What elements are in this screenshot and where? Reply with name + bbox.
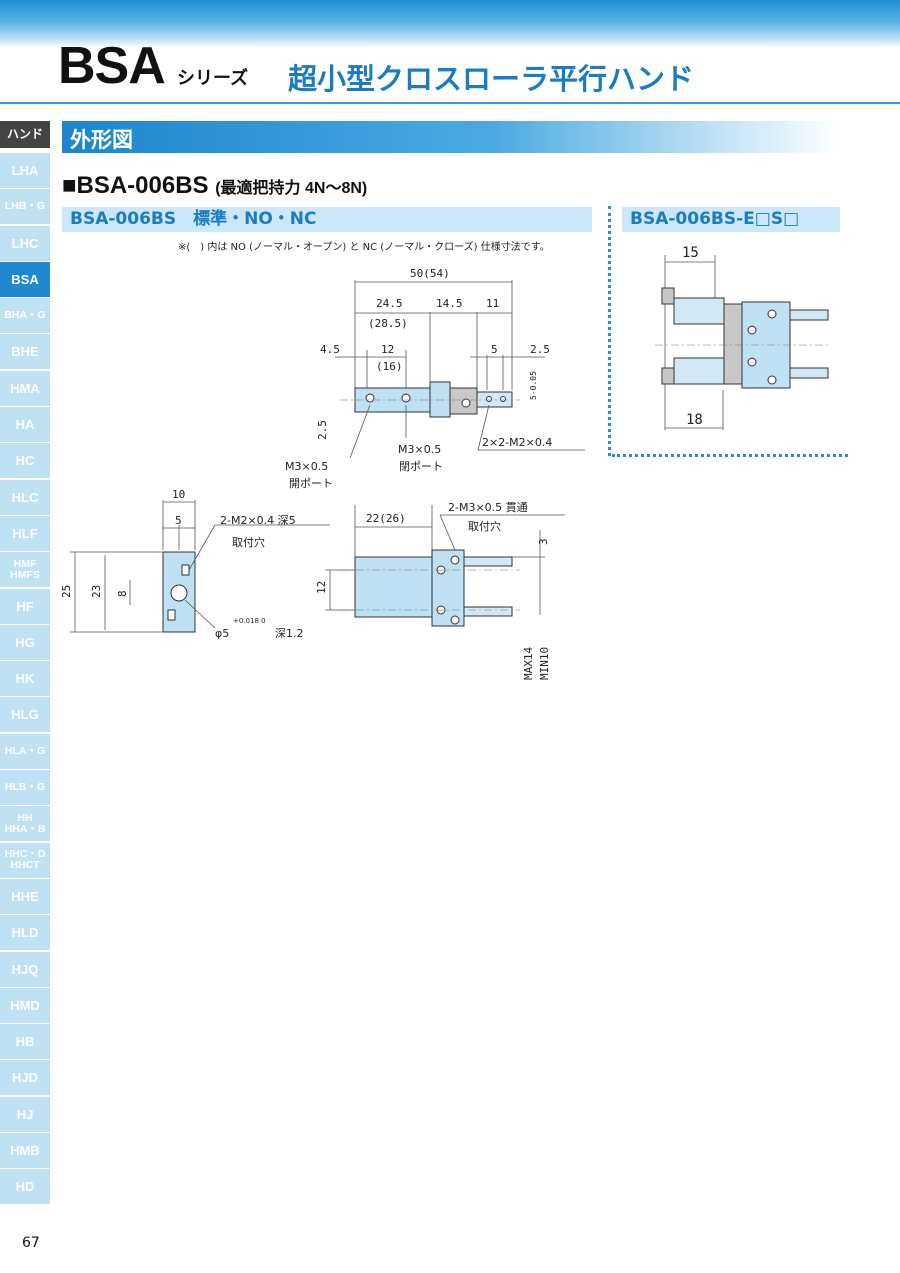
sidebar-item-hmd[interactable]: HMD bbox=[0, 987, 50, 1023]
series-suffix: シリーズ bbox=[177, 68, 249, 89]
sidebar-item-bha-g[interactable]: BHA・G bbox=[0, 298, 50, 334]
dim-height: 25 bbox=[60, 585, 73, 598]
sidebar-item-hlg[interactable]: HLG bbox=[0, 697, 50, 733]
dim-tolerance: 5-0.05 bbox=[529, 371, 538, 400]
sidebar-item-ha[interactable]: HA bbox=[0, 407, 50, 443]
sidebar-item-hg[interactable]: HG bbox=[0, 624, 50, 660]
sidebar-item-hma[interactable]: HMA bbox=[0, 370, 50, 406]
sidebar-item-hj[interactable]: HJ bbox=[0, 1096, 50, 1132]
sidebar-item-hlc[interactable]: HLC bbox=[0, 479, 50, 515]
page-number: 67 bbox=[22, 1235, 40, 1251]
dim-b: 14.5 bbox=[436, 297, 463, 310]
sidebar-item-hf[interactable]: HF bbox=[0, 588, 50, 624]
dim-g: 2.5 bbox=[530, 343, 550, 356]
sidebar-item-hd[interactable]: HD bbox=[0, 1169, 50, 1205]
sidebar-item-lhb-g[interactable]: LHB・G bbox=[0, 189, 50, 225]
dim-inner-height: 23 bbox=[90, 585, 103, 598]
sidebar-item-hla-g[interactable]: HLA・G bbox=[0, 733, 50, 769]
dim-c: 11 bbox=[486, 297, 499, 310]
tab-option: BSA-006BS-E□S□ bbox=[622, 207, 840, 232]
sidebar-item-hjd[interactable]: HJD bbox=[0, 1060, 50, 1096]
mount-tap-spec: 2-M2×0.4 深5 bbox=[220, 514, 296, 527]
dim-jaw-top: 3 bbox=[537, 538, 550, 545]
sidebar-item-lhc[interactable]: LHC bbox=[0, 225, 50, 261]
sidebar-item-hmb[interactable]: HMB bbox=[0, 1133, 50, 1169]
mount-hole-label: 取付穴 bbox=[232, 535, 265, 549]
dim-e-alt: (16) bbox=[376, 360, 403, 373]
top-view-drawing: 50(54) 24.5 (28.5) 14.5 11 4.5 12 (16) 5… bbox=[285, 267, 585, 490]
side-view-drawing: 10 5 25 23 8 2-M2×0.4 深5 取付穴 φ5 +0.018 0… bbox=[60, 488, 330, 640]
dotted-divider-vertical bbox=[608, 206, 611, 456]
close-port-label: 閉ポート bbox=[399, 460, 443, 473]
dim-a-alt: (28.5) bbox=[368, 317, 408, 330]
header-rule bbox=[0, 102, 900, 104]
pin-depth: 深1.2 bbox=[275, 627, 304, 640]
open-port-label: 開ポート bbox=[289, 477, 333, 490]
dim-a: 24.5 bbox=[376, 297, 403, 310]
stroke-max: MAX14 bbox=[522, 647, 535, 680]
through-tap-spec: 2-M3×0.5 貫通 bbox=[448, 501, 528, 514]
model-heading: ■BSA-006BS (最適把持力 4N〜8N) bbox=[62, 172, 367, 200]
model-subtitle: (最適把持力 4N〜8N) bbox=[215, 180, 368, 197]
dim-jaw-pitch: 12 bbox=[315, 581, 328, 594]
dotted-divider-horizontal bbox=[612, 454, 848, 457]
dim-h: 2.5 bbox=[316, 420, 329, 440]
tap-spec: 2×2-M2×0.4 bbox=[482, 436, 552, 449]
spec-note: ※( ) 内は NO (ノーマル・オープン) と NC (ノーマル・クローズ) … bbox=[178, 242, 550, 253]
sidebar-item-hb[interactable]: HB bbox=[0, 1024, 50, 1060]
close-port-size: M3×0.5 bbox=[398, 443, 441, 456]
dim-width: 10 bbox=[172, 488, 185, 501]
dim-e: 12 bbox=[381, 343, 394, 356]
sidebar-item-bhe[interactable]: BHE bbox=[0, 334, 50, 370]
sidebar-item-hlb-g[interactable]: HLB・G bbox=[0, 770, 50, 806]
sidebar-item-hld[interactable]: HLD bbox=[0, 915, 50, 951]
sidebar-item-hk[interactable]: HK bbox=[0, 661, 50, 697]
tab-standard: BSA-006BS 標準・NO・NC bbox=[62, 207, 592, 232]
dim-option-top: 15 bbox=[682, 245, 699, 261]
sidebar-item-hhe[interactable]: HHE bbox=[0, 878, 50, 914]
series-code: BSA bbox=[58, 37, 166, 95]
sidebar-item-hjq[interactable]: HJQ bbox=[0, 951, 50, 987]
header-band bbox=[0, 0, 900, 48]
front-view-drawing: 22(26) 2-M3×0.5 貫通 取付穴 12 3 MAX14 MIN10 bbox=[315, 501, 565, 680]
series-title: 超小型クロスローラ平行ハンド bbox=[288, 62, 695, 96]
open-port-size: M3×0.5 bbox=[285, 460, 328, 473]
sidebar-item-hlf[interactable]: HLF bbox=[0, 515, 50, 551]
dim-pitch: 8 bbox=[116, 590, 129, 597]
model-name: ■BSA-006BS bbox=[62, 172, 209, 199]
option-view-drawing: 15 18 bbox=[655, 245, 830, 430]
through-hole-label: 取付穴 bbox=[468, 519, 501, 533]
dim-f: 5 bbox=[491, 343, 498, 356]
section-bar bbox=[62, 121, 840, 153]
dim-half-width: 5 bbox=[175, 514, 182, 527]
section-title: 外形図 bbox=[70, 128, 133, 152]
dim-option-bottom: 18 bbox=[686, 412, 703, 428]
sidebar-item-hc[interactable]: HC bbox=[0, 443, 50, 479]
sidebar-head: ハンド bbox=[0, 121, 50, 148]
dim-body-length: 22(26) bbox=[366, 512, 406, 525]
pin-tolerance: +0.018 0 bbox=[233, 617, 266, 625]
pin-diameter: φ5 bbox=[215, 627, 229, 640]
dim-overall-length: 50(54) bbox=[410, 267, 450, 280]
dim-d: 4.5 bbox=[320, 343, 340, 356]
sidebar-item-bsa[interactable]: BSA bbox=[0, 261, 50, 297]
stroke-min: MIN10 bbox=[538, 647, 551, 680]
sidebar-item-lha[interactable]: LHA bbox=[0, 153, 50, 188]
